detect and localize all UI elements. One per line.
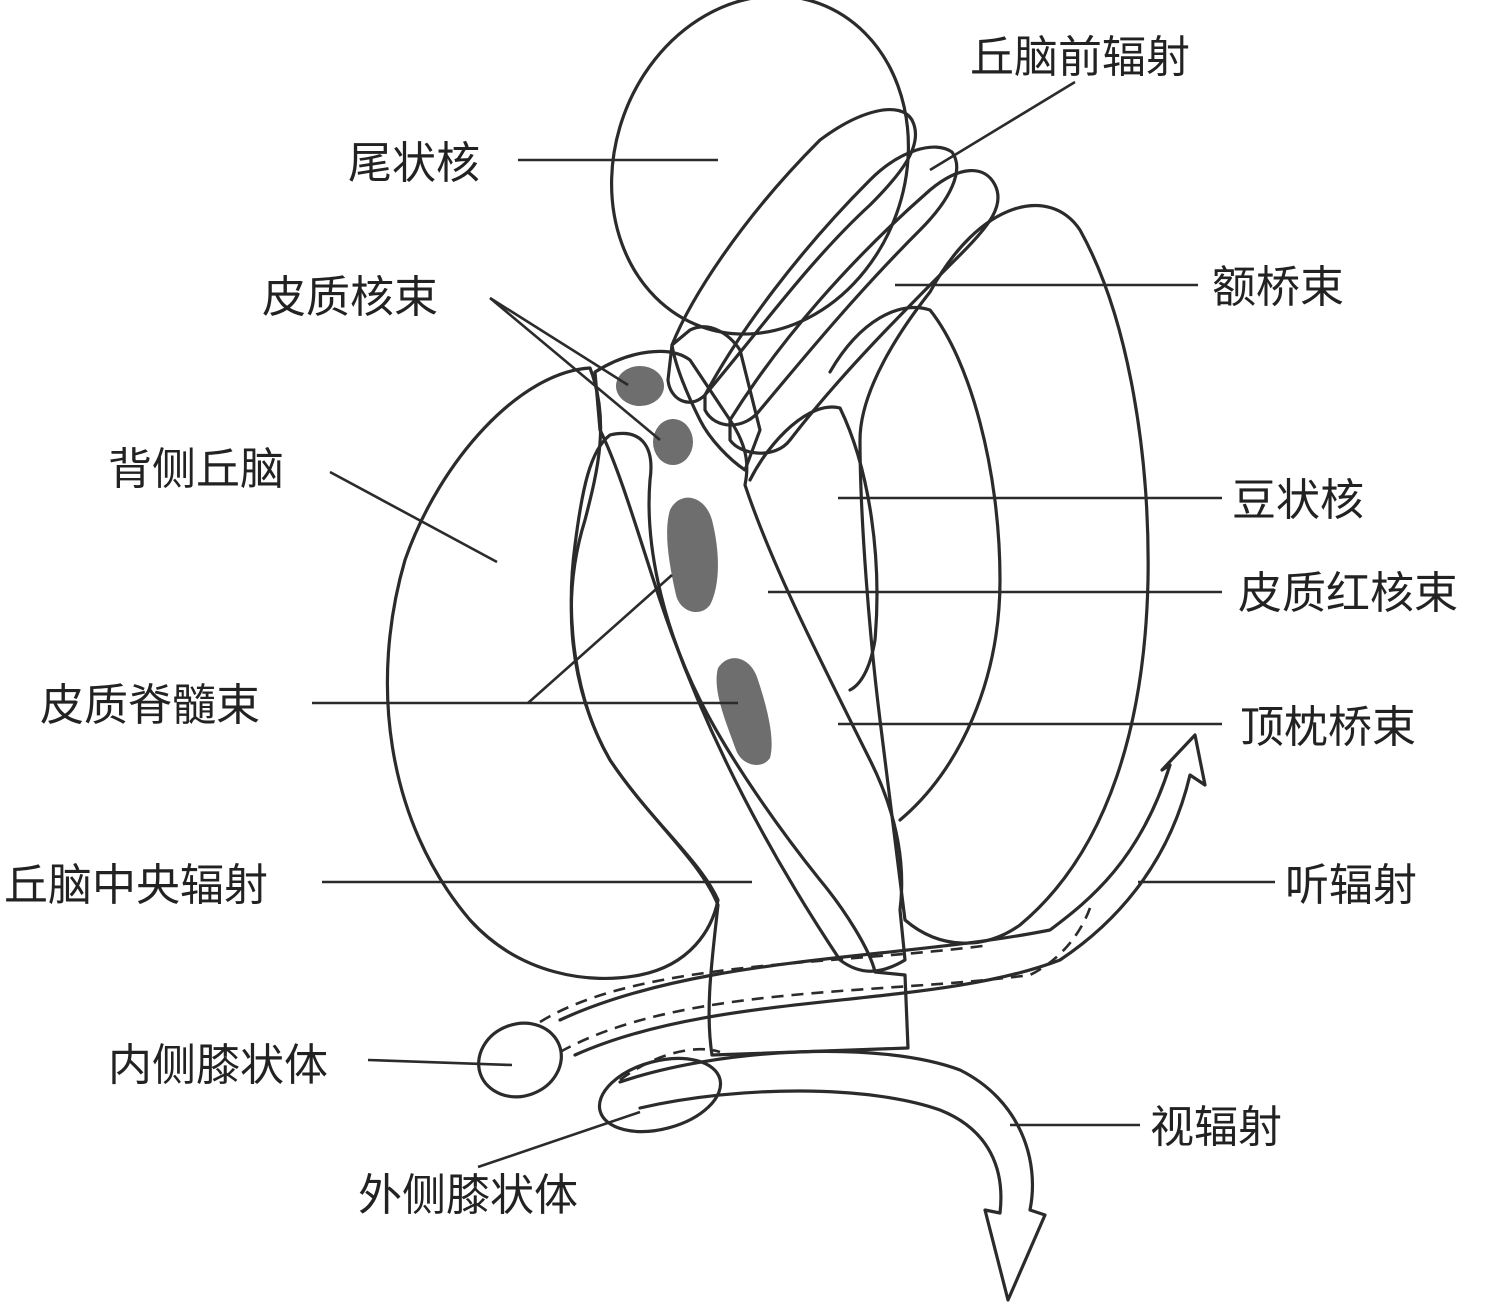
acoustic-radiation-arrow [558,733,1207,1057]
label-frontopontine-tract: 额桥束 [1212,262,1344,313]
corticospinal-bundle-2 [716,658,772,765]
posterior-limb-band [569,432,910,1057]
optic-radiation-arrow [618,1049,1047,1302]
label-dorsal-thalamus: 背侧丘脑 [108,444,284,495]
lateral-geniculate-shape [597,1056,723,1134]
frontal-bar-outer-a [666,108,918,404]
anterior-limb-band [670,325,762,472]
label-optic-radiation: 视辐射 [1150,1102,1282,1153]
leader-corticonuclear-1 [489,296,629,387]
leader-corticonuclear-2 [489,297,661,441]
optic-dash [619,1047,721,1082]
leader-dorsal-thalamus [329,470,498,564]
label-lateral-geniculate-body: 外侧膝状体 [358,1170,578,1221]
label-anterior-thalamic-radiation: 丘脑前辐射 [970,32,1190,83]
leader-anterior-thalamic [929,80,1076,172]
acoustic-dash-2 [559,907,1092,1054]
anterior-thalamic-radiation-bar [703,145,959,427]
label-medial-geniculate-body: 内侧膝状体 [108,1040,328,1091]
leader-corticospinal-d [527,574,673,704]
acoustic-dash-1 [539,943,991,1024]
lentiform-outer-shape [858,203,1150,945]
label-caudate-nucleus: 尾状核 [348,138,480,189]
label-corticorubral-tract: 皮质红核束 [1238,568,1458,619]
label-parieto-occipito-pontine-tract: 顶枕桥束 [1240,702,1416,753]
leader-medial-geniculate [367,1058,513,1067]
lentiform-inner-contour [748,405,879,692]
corticorubral-bundle [732,553,771,628]
corticonuclear-bundle-2 [653,419,693,465]
leader-lateral-geniculate [477,1110,641,1169]
label-corticonuclear-tract: 皮质核束 [262,272,438,323]
label-lentiform-nucleus: 豆状核 [1232,475,1364,526]
medial-geniculate-shape [477,1021,563,1099]
corticonuclear-bundle-1 [616,366,664,406]
label-acoustic-radiation: 听辐射 [1285,860,1417,911]
label-corticospinal-tract: 皮质脊髓束 [40,680,260,731]
frontal-bar-outer-b [728,169,1000,455]
corticospinal-bundle-1 [667,497,718,613]
lentiform-middle-contour [828,305,1002,822]
label-central-thalamic-radiation: 丘脑中央辐射 [4,860,268,911]
